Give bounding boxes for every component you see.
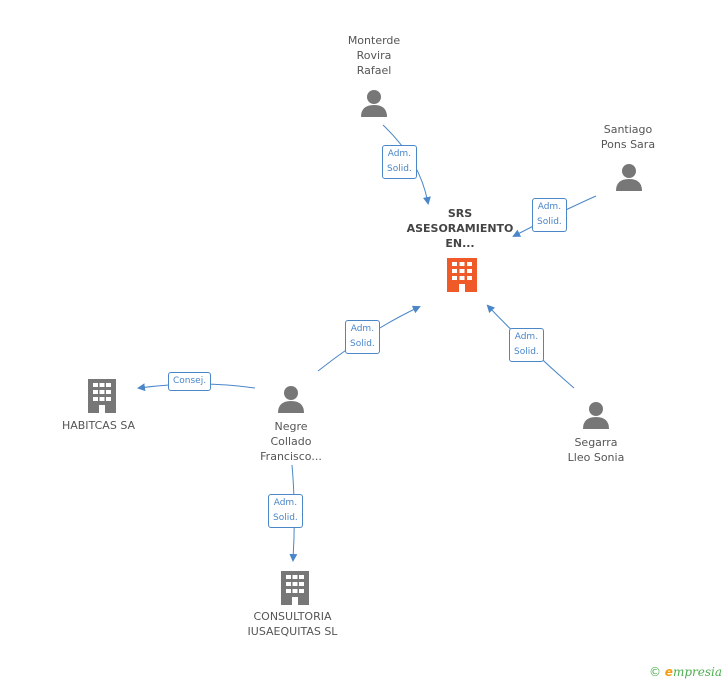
building-icon[interactable] bbox=[447, 258, 477, 292]
building-icon[interactable] bbox=[281, 571, 309, 605]
node-label-monterde[interactable]: Monterde Rovira Rafael bbox=[347, 34, 401, 77]
person-icon[interactable] bbox=[361, 90, 387, 117]
person-icon[interactable] bbox=[583, 402, 609, 429]
edge-label: Adm. Solid. bbox=[382, 145, 417, 179]
person-icon[interactable] bbox=[278, 386, 304, 413]
node-label-consultoria[interactable]: CONSULTORIA IUSAEQUITAS SL bbox=[247, 610, 338, 638]
edge-label: Consej. bbox=[168, 372, 212, 391]
building-icon[interactable] bbox=[88, 379, 116, 413]
copyright-symbol: © bbox=[648, 665, 661, 679]
edge-label: Adm. Solid. bbox=[268, 494, 303, 528]
edge-label: Adm. Solid. bbox=[509, 328, 544, 362]
edge-label: Adm. Solid. bbox=[532, 198, 567, 232]
person-icon[interactable] bbox=[616, 164, 642, 191]
brand-e: e bbox=[664, 665, 673, 679]
brand-logo: © empresia bbox=[649, 665, 722, 679]
brand-name: mpresia bbox=[672, 665, 722, 679]
node-label-negre[interactable]: Negre Collado Francisco... bbox=[260, 420, 322, 463]
node-label-center[interactable]: SRS ASESORAMIENTO EN... bbox=[406, 207, 514, 250]
edge-label: Adm. Solid. bbox=[345, 320, 380, 354]
node-label-segarra[interactable]: Segarra Lleo Sonia bbox=[567, 436, 625, 464]
node-label-santiago[interactable]: Santiago Pons Sara bbox=[600, 123, 656, 151]
node-label-habitcas[interactable]: HABITCAS SA bbox=[61, 419, 136, 432]
